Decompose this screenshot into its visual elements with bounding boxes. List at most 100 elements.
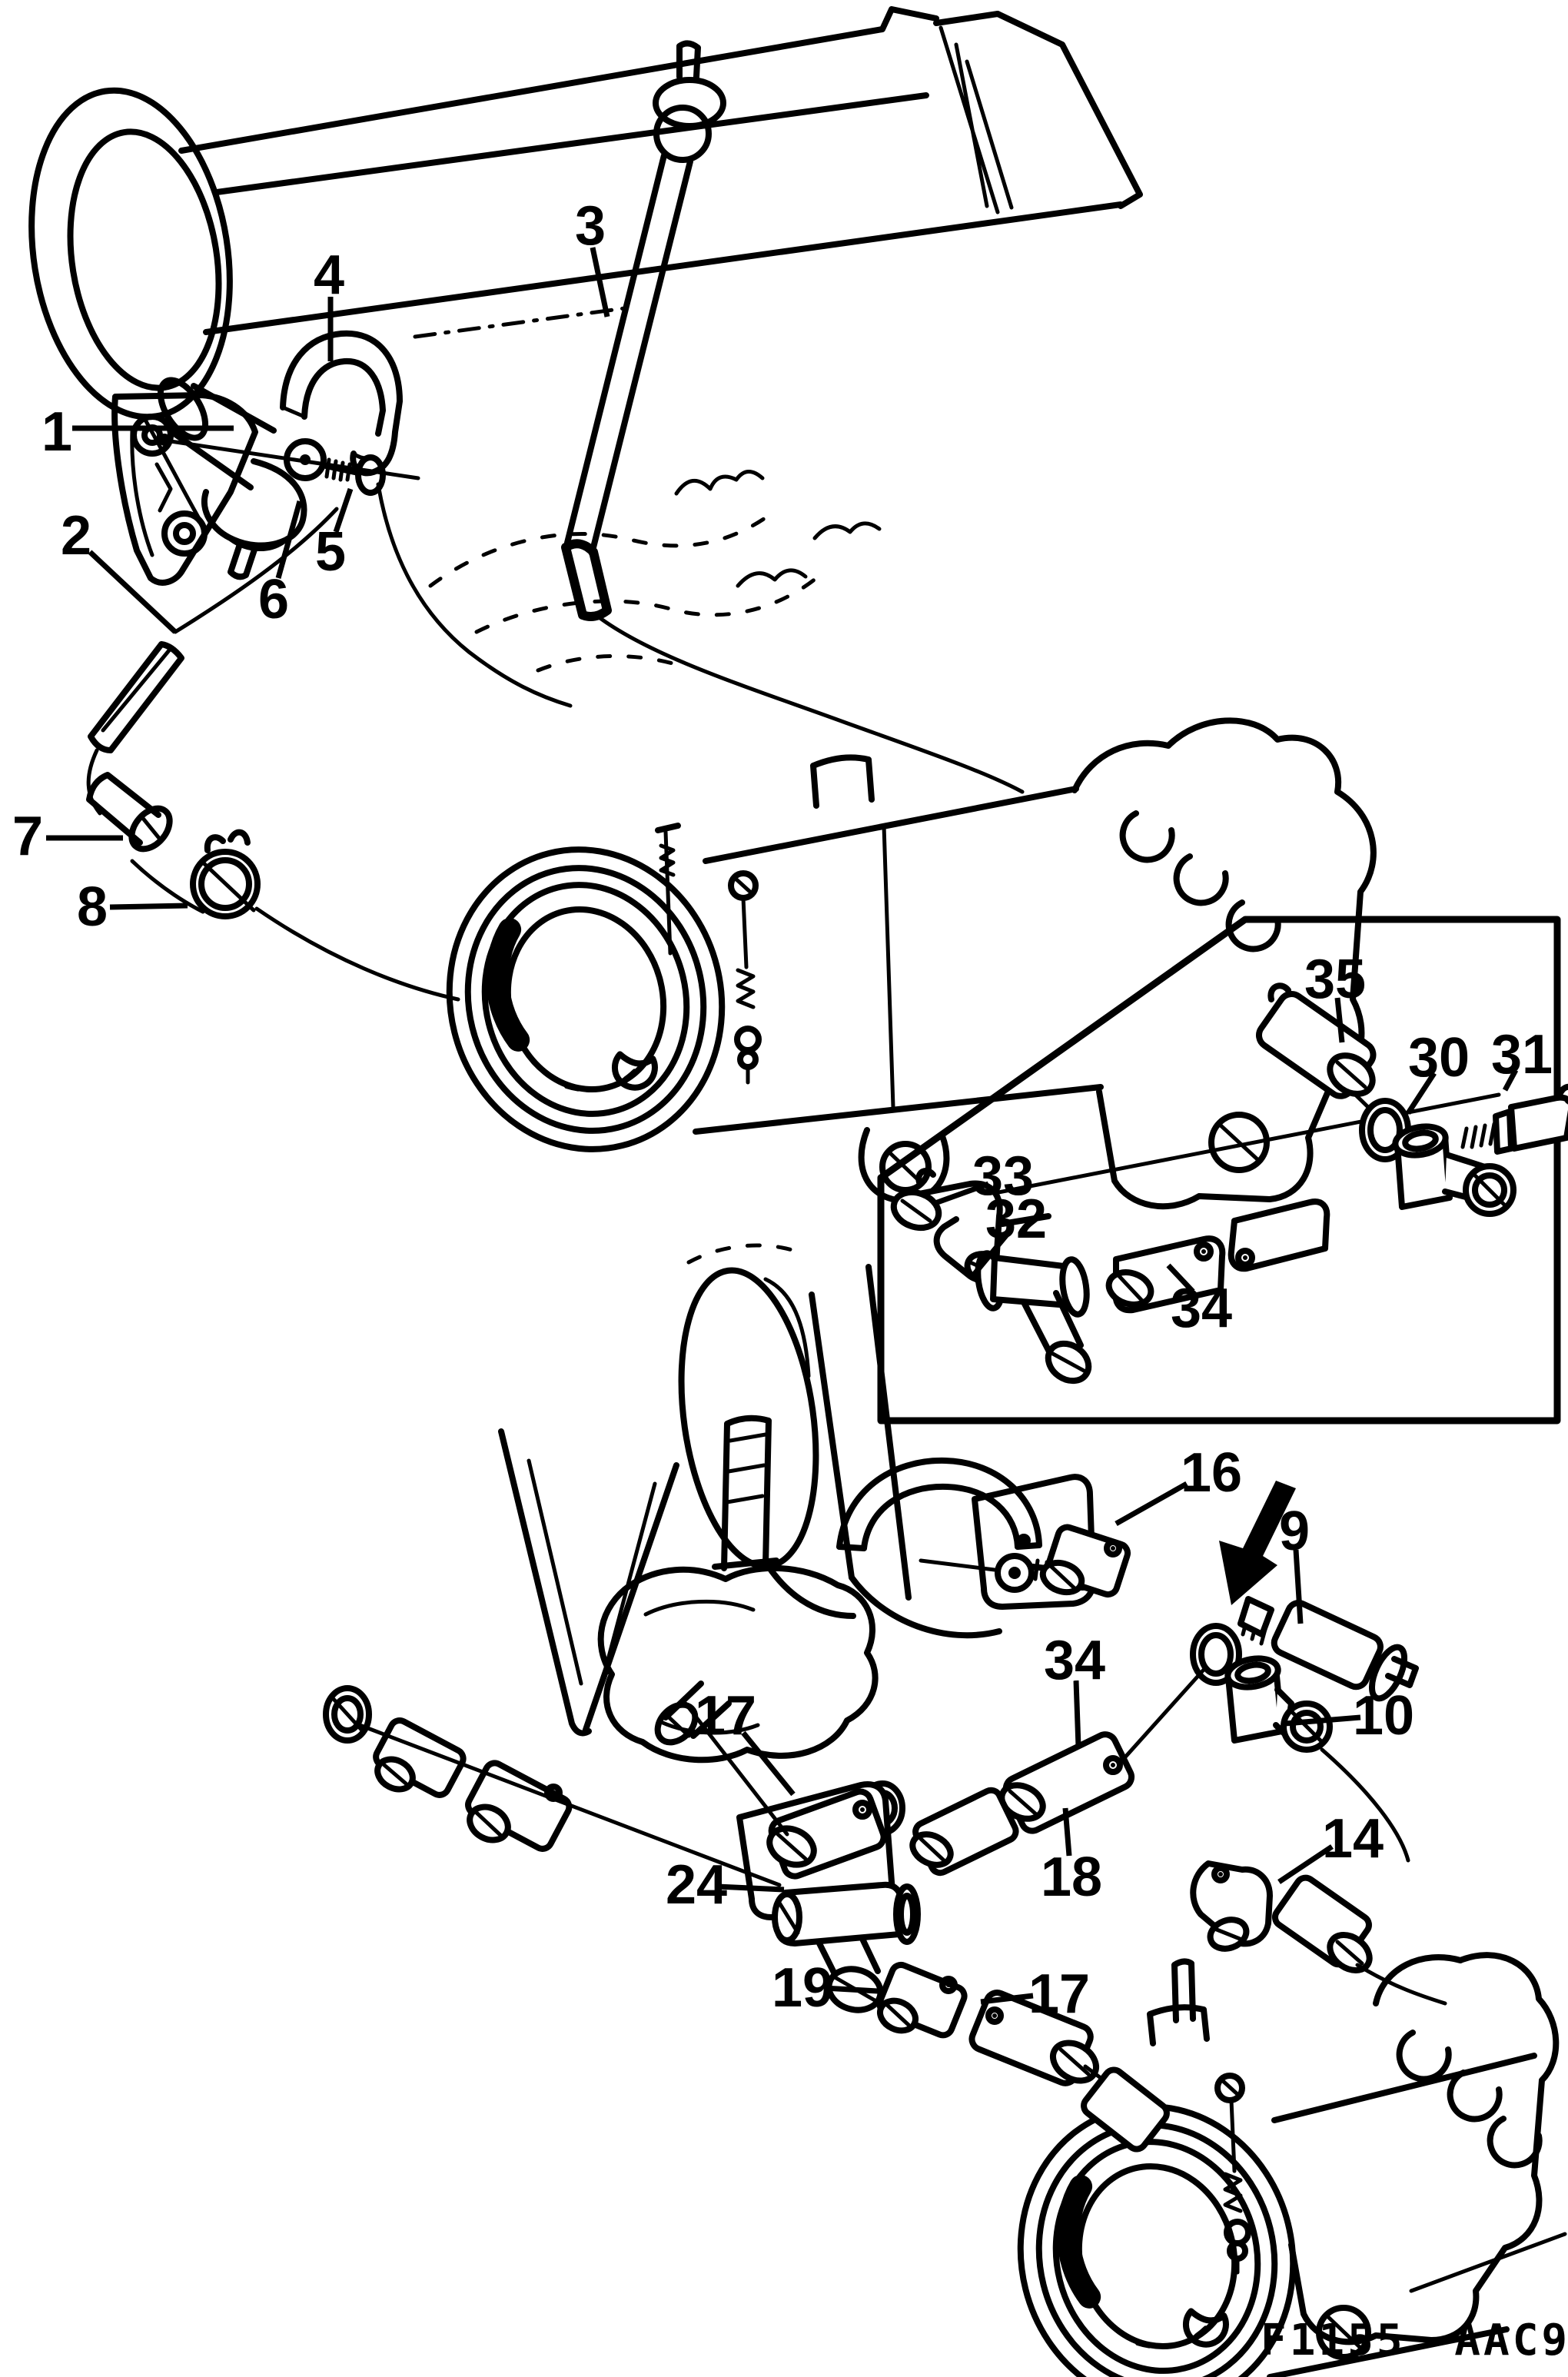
hose-18-piece (909, 1787, 1019, 1877)
bracket-and-valve (111, 377, 420, 586)
rear-bracket-ear (1316, 2305, 1371, 2360)
valve-body (169, 383, 277, 490)
valve-nipple (228, 541, 258, 580)
callout-leader-19-22 (823, 1985, 879, 1994)
part-34-hose-inset (1105, 1235, 1226, 1314)
callout-leader-34-13 (1166, 1263, 1195, 1294)
part-33-elbow (890, 1168, 1007, 1286)
callout-label-3-2: 3 (575, 195, 606, 257)
compressor-front-body (693, 786, 1104, 1135)
compressor-front-stud (655, 823, 681, 956)
sleeve-7 (86, 772, 205, 914)
compressor-rear-bolt (1214, 2073, 1251, 2275)
callout-leader-30-9 (1406, 1072, 1437, 1115)
compressor-rear-pin (1147, 1958, 1210, 2046)
vacuum-rod (561, 40, 1025, 794)
bracket-ear-right (1208, 1112, 1270, 1173)
background-texture (428, 470, 882, 673)
callout-label-10-16: 10 (1353, 1685, 1414, 1747)
valve-end-cap (157, 377, 209, 441)
engine-block-face-ribs (938, 25, 1014, 214)
callout-leader-10-16 (1284, 1714, 1361, 1727)
pump-column (712, 1415, 779, 1571)
compressor-front-bolt (728, 870, 762, 1085)
callout-leader-2-1 (88, 550, 178, 634)
callout-leader-8-7 (109, 903, 188, 910)
callout-label-30-9: 30 (1408, 1027, 1470, 1089)
bracket-hole-bottom (161, 510, 208, 557)
engine-block-top-edge (178, 6, 1001, 154)
callout-leader-31-10 (1502, 1069, 1519, 1092)
callout-label-16-14: 16 (1181, 1442, 1242, 1504)
callout-leader-18-18 (1062, 1807, 1072, 1857)
rod-stud (676, 40, 701, 80)
rod-ball-joint (653, 105, 712, 163)
inset-detail-box (877, 916, 1568, 1425)
compressor-rear-body (1267, 2053, 1537, 2377)
callout-label-5-4: 5 (315, 521, 346, 583)
callout-label-9-15: 9 (1279, 1501, 1310, 1562)
valve-dome-wave (228, 537, 285, 552)
callout-label-6-5: 6 (258, 569, 289, 630)
duct-bottom (766, 1564, 1002, 1639)
figure-code: F1155 AAC90 (1261, 2315, 1568, 2365)
hose-17-lower (968, 1990, 1112, 2087)
hose-4-tail-line (376, 482, 573, 708)
callout-label-4-3: 4 (314, 244, 344, 306)
tee-fitting-10 (1224, 1655, 1410, 1863)
rod-flange (653, 77, 726, 129)
callout-leader-17-20 (741, 1730, 796, 1797)
callout-label-18-18: 18 (1041, 1847, 1102, 1908)
bracket-hatch (154, 462, 173, 513)
left-chain (323, 1685, 789, 1887)
callout-label-14-19: 14 (1322, 1808, 1384, 1870)
compressor-rear-bracket (1288, 1952, 1560, 2345)
callout-leader-16-14 (1115, 1481, 1188, 1527)
callout-label-31-10: 31 (1491, 1024, 1553, 1085)
callout-leader-34-17 (1073, 1680, 1081, 1747)
duct-top-dashes (686, 1243, 808, 1265)
callout-leader-9-15 (1293, 1549, 1304, 1624)
part-31-valve (1460, 1083, 1568, 1155)
elbow-14 (1190, 1860, 1447, 2006)
engine-block-right-face (995, 11, 1143, 209)
hose-2-upper-line (173, 507, 339, 634)
callout-label-8-7: 8 (77, 876, 108, 938)
hose-2 (86, 507, 339, 816)
callout-label-33-11: 33 (972, 1145, 1034, 1207)
hose-16-sleeve (1039, 1524, 1131, 1598)
rod-hose-end (561, 539, 612, 621)
engine-block-inner-ellipse (67, 128, 222, 391)
rear-ground-line (1409, 2232, 1567, 2293)
valve-9 (1237, 1596, 1419, 1702)
callout-label-1-0: 1 (42, 401, 72, 463)
rear-bracket-crescents (1396, 2030, 1543, 2169)
callout-leader-5-4 (333, 487, 354, 534)
callout-leader-14-19 (1277, 1844, 1334, 1884)
callout-label-32-12: 32 (985, 1188, 1047, 1250)
callout-label-19-22: 19 (772, 1957, 833, 2019)
callout-leader-32-12 (968, 1232, 1009, 1282)
inset-box-outline (877, 916, 1561, 1425)
sleeve-19 (876, 1961, 968, 2039)
callout-leader-6-5 (275, 500, 303, 579)
part-30-tee-sleeve (1359, 1098, 1517, 1217)
rod-line-to-compressor (596, 614, 1025, 794)
compressor-rear (1017, 1952, 1567, 2377)
callout-label-34-17: 34 (1044, 1630, 1105, 1691)
part-35-hose (1255, 982, 1377, 1099)
callout-label-34-13: 34 (1171, 1278, 1232, 1339)
callout-label-17-23: 17 (1028, 1963, 1090, 2025)
callout-label-7-6: 7 (12, 806, 43, 867)
callout-label-35-8: 35 (1304, 949, 1366, 1010)
callout-leader-24-21 (716, 1883, 785, 1893)
washer-6 (284, 438, 327, 481)
compressor-front-port (810, 754, 875, 809)
callout-leader-33-11 (932, 1181, 990, 1207)
pump-spout (663, 1681, 732, 1739)
compressor-front (446, 717, 1377, 1227)
compressor-front-pulley (446, 846, 726, 1152)
callout-label-24-21: 24 (666, 1854, 727, 1916)
